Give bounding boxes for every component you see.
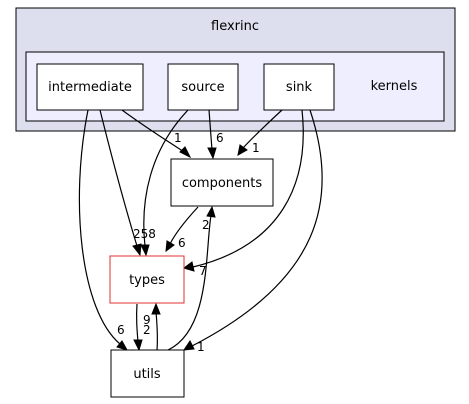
edge-label: 2 [202, 218, 210, 232]
edge-label: 1 [252, 141, 260, 155]
node-types-box [109, 255, 185, 304]
edge-sink-utils: 1 [182, 109, 323, 354]
edge-label: 1 [197, 340, 205, 354]
cluster-kernels-label: kernels [371, 79, 418, 94]
edge-path [135, 303, 139, 343]
arrowhead [140, 244, 150, 257]
edge-path [208, 109, 213, 151]
node-components-label: components [182, 176, 263, 191]
edge-intermediate-types [99, 109, 142, 257]
edge-path [192, 109, 304, 268]
arrowhead [182, 340, 195, 351]
node-sink[interactable]: sink [263, 63, 335, 111]
node-components-box [170, 158, 274, 207]
edge-intermediate-utils: 6 [78, 109, 129, 351]
edge-label-types-total: 258 [133, 227, 156, 241]
arrowhead [206, 205, 216, 218]
edge-path [78, 109, 121, 345]
arrowhead [132, 243, 142, 257]
arrowhead [116, 340, 129, 351]
node-intermediate-label: intermediate [48, 80, 132, 95]
edge-path [143, 109, 189, 247]
edge-path [191, 109, 323, 347]
arrowhead [237, 144, 248, 156]
edge-path [169, 206, 199, 245]
edge-path [242, 109, 283, 149]
node-sink-label: sink [286, 80, 313, 95]
edge-intermediate-components: 1 [121, 109, 192, 159]
node-utils-box [110, 349, 185, 398]
node-sink-box [263, 63, 335, 111]
edge-utils-components: 2 [167, 205, 216, 351]
node-utils-label: utils [133, 367, 161, 382]
edge-label: 7 [199, 264, 207, 278]
arrowhead [179, 146, 192, 159]
node-intermediate[interactable]: intermediate [36, 63, 144, 111]
edge-path [99, 109, 138, 247]
edge-path [167, 214, 212, 351]
edge-path [121, 109, 185, 153]
arrowhead [151, 302, 161, 315]
edge-sink-types: 7 [182, 109, 304, 278]
edge-sink-components: 1 [237, 109, 283, 156]
edge-utils-types: 2 [143, 302, 161, 351]
edge-components-types: 6 [165, 206, 199, 253]
node-components[interactable]: components [170, 158, 274, 207]
arrowhead [182, 261, 195, 272]
cluster-flexrinc-label: flexrinc [211, 19, 259, 34]
edge-label: 6 [178, 236, 186, 250]
edge-path [155, 311, 159, 351]
edge-label: 6 [117, 323, 125, 337]
edge-label: 9 [143, 313, 151, 327]
node-source-label: source [181, 80, 224, 95]
arrowhead [133, 339, 143, 352]
edge-source-types [140, 109, 189, 257]
node-types[interactable]: types [109, 255, 185, 304]
arrowhead [207, 147, 217, 160]
node-utils[interactable]: utils [110, 349, 185, 398]
node-source[interactable]: source [167, 63, 239, 111]
node-source-box [167, 63, 239, 111]
edge-label: 2 [143, 323, 151, 337]
edge-types-utils: 9 [133, 303, 151, 352]
node-intermediate-box [36, 63, 144, 111]
edge-label: 1 [174, 131, 182, 145]
edge-source-components: 6 [207, 109, 224, 160]
arrowhead [165, 240, 175, 253]
edge-label: 6 [216, 131, 224, 145]
node-types-label: types [129, 273, 165, 288]
edges: 1 6 1 258 6 [78, 109, 323, 354]
